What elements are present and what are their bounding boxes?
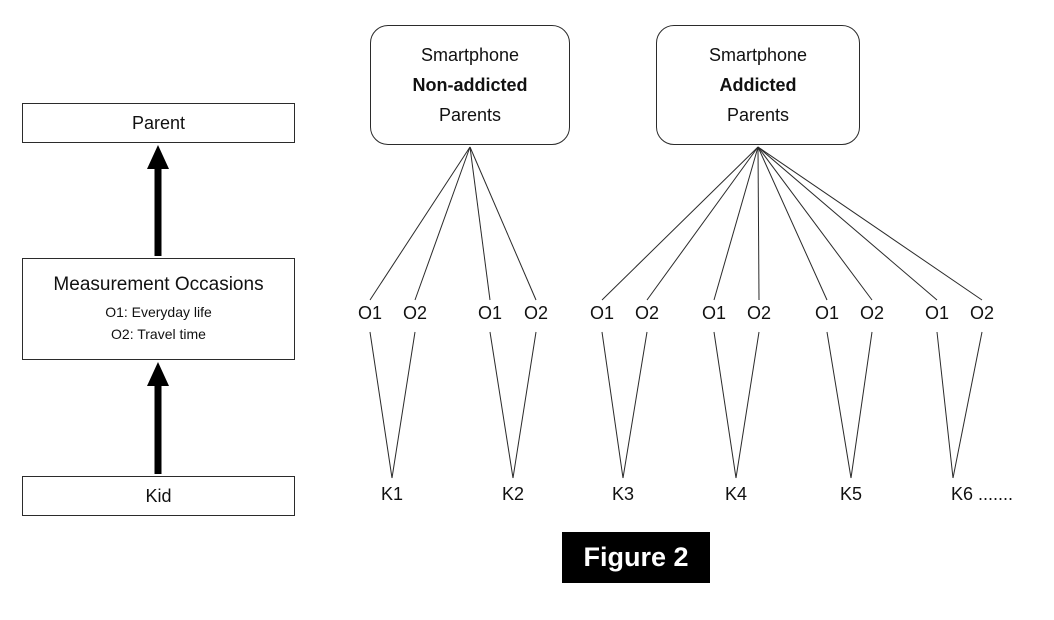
parent-label: Parent: [131, 112, 186, 133]
measurement-title: Measurement Occasions: [53, 274, 264, 295]
occasion-label: O2: [746, 303, 772, 323]
group-nonaddicted-line1: Smartphone: [420, 45, 520, 65]
fan-addicted: [601, 146, 983, 301]
group-addicted-line1: Smartphone: [708, 45, 808, 65]
group-box-addicted: Smartphone Addicted Parents: [656, 25, 860, 145]
kid-label-k2: K2: [501, 484, 525, 504]
occasion-label: O1: [924, 303, 950, 323]
fan-nonaddicted: [369, 146, 537, 301]
parent-box: Parent: [22, 103, 295, 143]
kid-label-k5: K5: [839, 484, 863, 504]
occasion-label: O1: [589, 303, 615, 323]
measurement-box: Measurement Occasions O1: Everyday life …: [22, 258, 295, 360]
kid-label-k1: K1: [380, 484, 404, 504]
occasion-label: O2: [969, 303, 995, 323]
occasion-to-kid-lines: [369, 331, 983, 479]
group-addicted-line2: Addicted: [719, 75, 797, 95]
occasion-label: O1: [477, 303, 503, 323]
occasion-label: O2: [859, 303, 885, 323]
kid-label-k6: K6 .......: [950, 484, 1014, 504]
kid-label: Kid: [145, 485, 172, 506]
occasion-label: O2: [523, 303, 549, 323]
measurement-occasion-1: O1: Everyday life: [105, 304, 212, 320]
figure-caption: Figure 2: [562, 532, 710, 583]
occasion-label: O1: [701, 303, 727, 323]
arrow-measurement-to-parent: [147, 145, 169, 256]
group-nonaddicted-line3: Parents: [438, 105, 502, 125]
kid-box: Kid: [22, 476, 295, 516]
occasion-label: O1: [814, 303, 840, 323]
group-addicted-line3: Parents: [726, 105, 790, 125]
kid-label-k3: K3: [611, 484, 635, 504]
occasion-label: O1: [357, 303, 383, 323]
arrow-kid-to-measurement: [147, 362, 169, 474]
occasion-label: O2: [634, 303, 660, 323]
group-box-nonaddicted: Smartphone Non-addicted Parents: [370, 25, 570, 145]
measurement-occasion-2: O2: Travel time: [111, 326, 206, 342]
kid-label-k4: K4: [724, 484, 748, 504]
group-nonaddicted-line2: Non-addicted: [412, 75, 528, 95]
occasion-label: O2: [402, 303, 428, 323]
figure-caption-text: Figure 2: [583, 542, 689, 572]
